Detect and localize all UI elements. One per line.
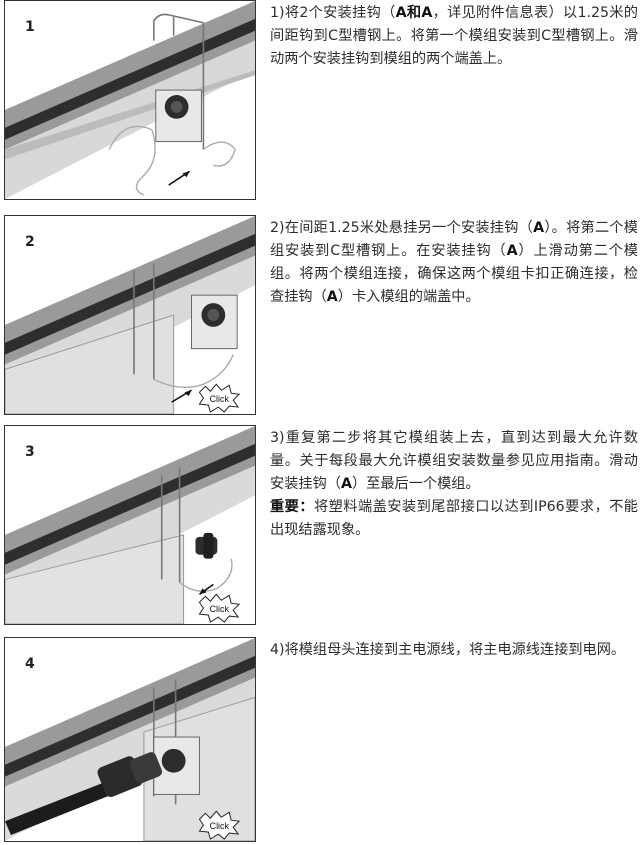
module-rail-illustration <box>5 1 255 199</box>
svg-text:Click: Click <box>210 604 230 614</box>
svg-text:Click: Click <box>210 821 230 831</box>
step-number: 1 <box>25 19 35 35</box>
click-burst-icon: Click <box>198 383 241 413</box>
power-connector-icon <box>5 748 186 836</box>
click-burst-icon: Click <box>198 593 241 623</box>
module-rail-illustration: Click <box>5 638 255 841</box>
click-burst-icon: Click <box>198 810 241 840</box>
step-1-text: 1)将2个安装挂钩（A和A，详见附件信息表）以1.25米的间距钩到C型槽钢上。将… <box>270 5 638 67</box>
step-number: 3 <box>25 444 35 460</box>
step-4-figure: 4 Click <box>4 637 256 842</box>
end-cap-icon <box>195 532 218 559</box>
step-number: 4 <box>25 656 35 672</box>
step-1-figure: 1 <box>4 0 256 200</box>
step-3-text: 3)重复第二步将其它模组装上去，直到达到最大允许数量。关于每段最大允许模组安装数… <box>270 427 638 542</box>
step-number: 2 <box>25 234 35 250</box>
step-3-figure: 3 Click <box>4 425 256 625</box>
step-4-text: 4)将模组母头连接到主电源线，将主电源线连接到电网。 <box>270 642 626 658</box>
important-note: 重要：将塑料端盖安装到尾部接口以达到IP66要求，不能出现结露现象。 <box>270 499 638 538</box>
step-2-text: 2)在间距1.25米处悬挂另一个安装挂钩（A）。将第二个模组安装到C型槽钢上。在… <box>270 220 638 305</box>
module-rail-illustration: Click <box>5 426 255 624</box>
svg-text:Click: Click <box>210 394 230 404</box>
module-rail-illustration: Click <box>5 216 255 414</box>
step-2-figure: 2 Click <box>4 215 256 415</box>
